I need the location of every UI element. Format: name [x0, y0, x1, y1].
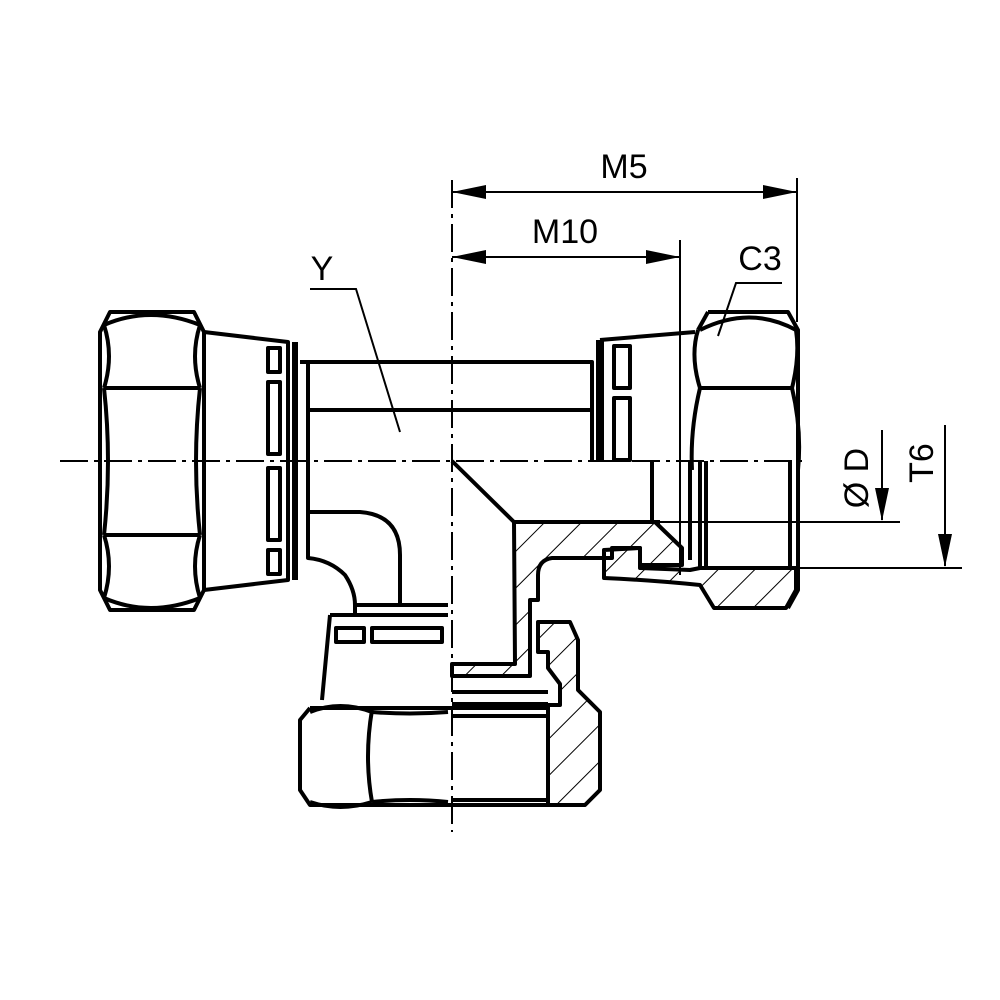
leader-c3: C3: [717, 240, 782, 337]
left-hex-nut: [98, 310, 206, 612]
dimension-diameter-d: Ø D: [660, 430, 900, 523]
dimension-t6: T6: [790, 425, 962, 569]
dimension-m10: M10: [452, 213, 681, 575]
bottom-collar: [320, 605, 548, 706]
right-hex-nut: [689, 310, 802, 609]
label-t6: T6: [903, 443, 941, 483]
left-collar: [203, 330, 298, 592]
leader-y: Y: [310, 250, 401, 433]
right-nut-section-hatch: [602, 546, 798, 610]
label-diameter-d: Ø D: [838, 448, 876, 508]
bottom-hex-nut: [298, 704, 550, 809]
label-c3: C3: [738, 240, 781, 278]
label-y: Y: [311, 250, 334, 288]
label-m10: M10: [532, 213, 598, 251]
dimension-m5: M5: [452, 148, 798, 322]
label-m5: M5: [600, 148, 647, 186]
